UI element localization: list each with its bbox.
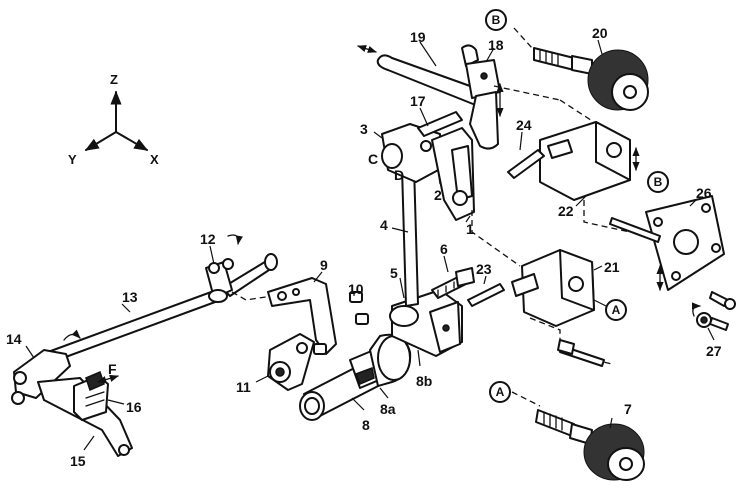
callout-24: 24	[516, 117, 532, 133]
part-11-crank	[267, 333, 315, 391]
callout-3: 3	[360, 121, 368, 137]
callout-labels: 1 2 3 4 5 6 7 8 8a 8b 9 10 11 12 13 14 1…	[6, 25, 722, 469]
marker-a-bottom: A	[489, 381, 511, 403]
axis-z-label: Z	[110, 72, 118, 87]
plate-26	[609, 195, 736, 310]
callout-17: 17	[410, 93, 426, 109]
axis-y-label: Y	[68, 152, 77, 167]
callout-9: 9	[320, 257, 328, 273]
svg-text:B: B	[492, 13, 501, 27]
callout-8: 8	[362, 417, 370, 433]
callout-10: 10	[348, 281, 364, 297]
axis-triad: Z Y X	[68, 72, 159, 167]
callout-16: 16	[126, 399, 142, 415]
callout-23: 23	[476, 261, 492, 277]
part-19-link	[357, 44, 601, 150]
callout-13: 13	[122, 289, 138, 305]
callout-12: 12	[200, 231, 216, 247]
screw-27	[691, 302, 729, 331]
callout-4: 4	[380, 217, 388, 233]
callout-27: 27	[706, 343, 722, 359]
callout-20: 20	[592, 25, 608, 41]
knob-20-assembly	[513, 27, 649, 111]
callout-5: 5	[390, 265, 398, 281]
part-5-block	[389, 289, 463, 357]
upper-linkage	[381, 111, 521, 307]
callout-7: 7	[624, 401, 632, 417]
svg-text:A: A	[496, 385, 505, 399]
marker-b-right: B	[647, 171, 669, 193]
callout-15: 15	[70, 453, 86, 469]
leader-lines	[25, 39, 715, 451]
marker-a-right: A	[593, 299, 627, 321]
marker-b-top: B	[485, 9, 507, 31]
callout-19: 19	[410, 29, 426, 45]
callout-8b: 8b	[416, 373, 432, 389]
cam-8-assembly	[299, 333, 412, 421]
block-22	[507, 121, 640, 233]
callout-14: 14	[6, 331, 22, 347]
svg-text:B: B	[654, 175, 663, 189]
part-9-bracket	[267, 277, 369, 355]
letter-f: F	[108, 361, 117, 377]
callout-22: 22	[558, 203, 574, 219]
callout-11: 11	[236, 379, 251, 395]
svg-text:A: A	[612, 303, 621, 317]
callout-21: 21	[604, 259, 620, 275]
knob-7-assembly	[511, 391, 645, 481]
letter-c: C	[368, 151, 378, 167]
block-21	[431, 249, 613, 367]
callout-6: 6	[440, 241, 448, 257]
letter-d: D	[394, 167, 404, 183]
callout-18: 18	[488, 37, 504, 53]
lower-shaft-assembly	[11, 234, 278, 457]
callout-26: 26	[696, 185, 712, 201]
axis-x-label: X	[150, 152, 159, 167]
callout-2: 2	[434, 187, 442, 203]
callout-1: 1	[466, 221, 474, 237]
callout-8a: 8a	[380, 401, 396, 417]
